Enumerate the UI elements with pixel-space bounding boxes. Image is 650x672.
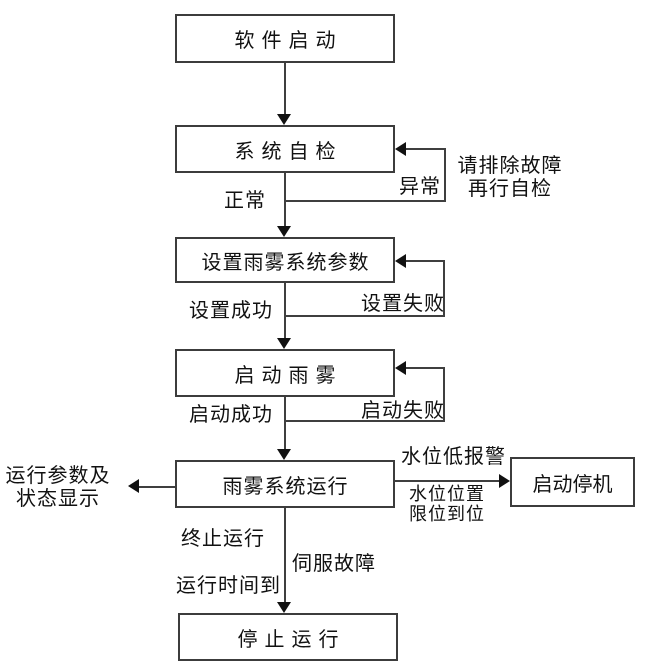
- loop-startrainfog-vertical-line: [443, 368, 445, 422]
- label-set-fail: 设置失败: [361, 293, 445, 315]
- label-status-display-line2: 状态显示: [16, 488, 100, 510]
- label-servo-fault: 伺服故障: [292, 553, 376, 575]
- label-clear-fault-line2: 再行自检: [468, 178, 552, 200]
- label-status-display: 运行参数及 状态显示: [2, 465, 114, 511]
- node-start-shutdown: 启动停机: [510, 457, 635, 507]
- label-water-position-limit: 水位位置 限位到位: [405, 484, 489, 524]
- edge-selfcheck-to-setparams-arrow-icon: [277, 226, 291, 237]
- label-clear-fault-line1: 请排除故障: [457, 155, 563, 177]
- node-system-self-check: 系统自检: [175, 125, 395, 173]
- node-set-rainfog-params: 设置雨雾系统参数: [175, 237, 395, 283]
- edge-setparams-to-startrainfog-arrow-icon: [277, 338, 291, 349]
- label-set-success: 设置成功: [189, 300, 273, 322]
- loop-selfcheck-vertical-line: [444, 149, 446, 202]
- label-water-low-alarm: 水位低报警: [401, 446, 506, 468]
- node-software-start: 软件启动: [175, 14, 395, 63]
- label-run-time-up: 运行时间到: [176, 575, 281, 597]
- edge-startrainfog-to-running-arrow-icon: [277, 449, 291, 460]
- node-stop-running: 停止运行: [178, 613, 398, 661]
- loop-startrainfog-top-line: [406, 367, 445, 369]
- label-terminate-run: 终止运行: [181, 528, 265, 550]
- loop-setparams-arrow-icon: [395, 254, 406, 268]
- loop-setparams-bottom-line: [284, 315, 445, 317]
- loop-selfcheck-bottom-line: [284, 200, 446, 202]
- edge-setparams-to-startrainfog-line: [284, 283, 286, 340]
- label-abnormal: 异常: [399, 176, 441, 198]
- loop-startrainfog-bottom-line: [284, 420, 445, 422]
- edge-running-to-shutdown-arrow-icon: [499, 474, 510, 488]
- loop-selfcheck-top-line: [406, 148, 446, 150]
- edge-start-to-selfcheck-line: [284, 63, 286, 116]
- loop-selfcheck-arrow-icon: [395, 142, 406, 156]
- edge-running-to-display-arrow-icon: [128, 479, 139, 493]
- edge-startrainfog-to-running-line: [284, 397, 286, 451]
- loop-setparams-top-line: [406, 260, 445, 262]
- loop-startrainfog-arrow-icon: [395, 361, 406, 375]
- label-start-fail: 启动失败: [361, 400, 445, 422]
- edge-running-to-shutdown-line: [395, 480, 500, 482]
- edge-start-to-selfcheck-arrow-icon: [277, 114, 291, 125]
- label-status-display-line1: 运行参数及: [5, 465, 111, 487]
- label-normal: 正常: [224, 190, 266, 212]
- label-water-position-line2: 限位到位: [409, 504, 485, 524]
- node-rainfog-running: 雨雾系统运行: [175, 460, 395, 508]
- label-water-position-line1: 水位位置: [409, 484, 485, 504]
- edge-running-to-stop-line: [284, 508, 286, 604]
- node-start-rainfog: 启动雨雾: [175, 349, 395, 397]
- loop-setparams-vertical-line: [443, 261, 445, 317]
- edge-running-to-display-line: [139, 486, 175, 488]
- edge-running-to-stop-arrow-icon: [277, 602, 291, 613]
- label-clear-fault: 请排除故障 再行自检: [450, 155, 570, 201]
- label-start-success: 启动成功: [189, 404, 273, 426]
